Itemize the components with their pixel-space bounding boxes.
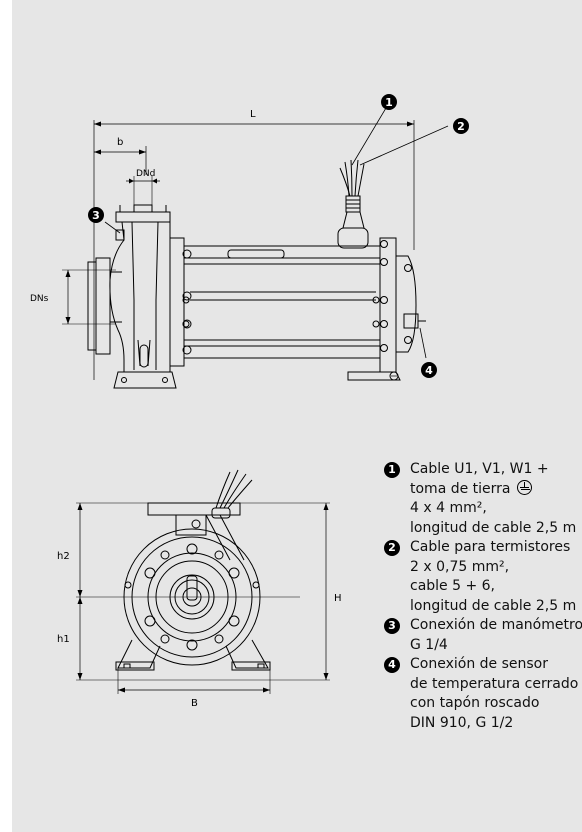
dim-label-DNd: DNd [136, 169, 155, 179]
legend-line-text: toma de tierra [410, 480, 511, 497]
legend-line: DIN 910, G 1/2 [410, 714, 514, 731]
legend-line: G 1/4 [410, 636, 448, 653]
legend-line-with-ground: toma de tierra [410, 479, 582, 500]
svg-text:1: 1 [385, 96, 393, 109]
callout-badge-2: 2 [453, 118, 469, 134]
callout-badge-1: 1 [381, 94, 397, 110]
legend-badge-3: 3 [384, 618, 400, 634]
legend-line: Cable U1, V1, W1 + [410, 461, 549, 477]
dim-label-h2: h2 [57, 551, 70, 562]
svg-text:3: 3 [92, 209, 100, 222]
legend-line: Cable para termistores [410, 539, 571, 555]
drawing-panel [12, 0, 582, 832]
legend-item-3: 3 Conexión de manómetro G 1/4 [384, 616, 582, 655]
legend-badge-2: 2 [384, 540, 400, 556]
legend-line: cable 5 + 6, [410, 578, 496, 594]
callout-badge-4: 4 [421, 362, 437, 378]
svg-text:4: 4 [425, 364, 433, 377]
legend-line: longitud de cable 2,5 m [410, 597, 577, 614]
dim-label-DNs: DNs [30, 294, 49, 304]
legend-item-4: 4 Conexión de sensor de temperatura cerr… [384, 655, 582, 733]
legend-line: de temperatura cerrado [410, 675, 579, 692]
ground-symbol-icon [516, 479, 532, 495]
legend-line: con tapón roscado [410, 695, 540, 711]
legend: 1 Cable U1, V1, W1 + toma de tierra 4 x … [384, 460, 582, 733]
svg-text:2: 2 [457, 120, 465, 133]
dim-label-B: B [191, 698, 198, 709]
legend-badge-1: 1 [384, 462, 400, 478]
pump-front-view [76, 469, 330, 694]
pump-side-view [62, 107, 449, 389]
legend-item-2: 2 Cable para termistores 2 x 0,75 mm², c… [384, 538, 582, 616]
legend-line: 4 x 4 mm², [410, 500, 487, 516]
legend-line: 2 x 0,75 mm², [410, 558, 510, 575]
dim-label-b: b [117, 137, 123, 148]
dim-label-H: H [334, 593, 342, 604]
legend-item-1: 1 Cable U1, V1, W1 + toma de tierra 4 x … [384, 460, 582, 538]
legend-badge-4: 4 [384, 657, 400, 673]
dim-label-h1: h1 [57, 634, 70, 645]
dim-label-L: L [250, 109, 256, 120]
legend-line: Conexión de sensor [410, 656, 548, 672]
callout-badge-3: 3 [88, 207, 104, 223]
legend-line: Conexión de manómetro [410, 617, 582, 633]
legend-line: longitud de cable 2,5 m [410, 519, 577, 536]
